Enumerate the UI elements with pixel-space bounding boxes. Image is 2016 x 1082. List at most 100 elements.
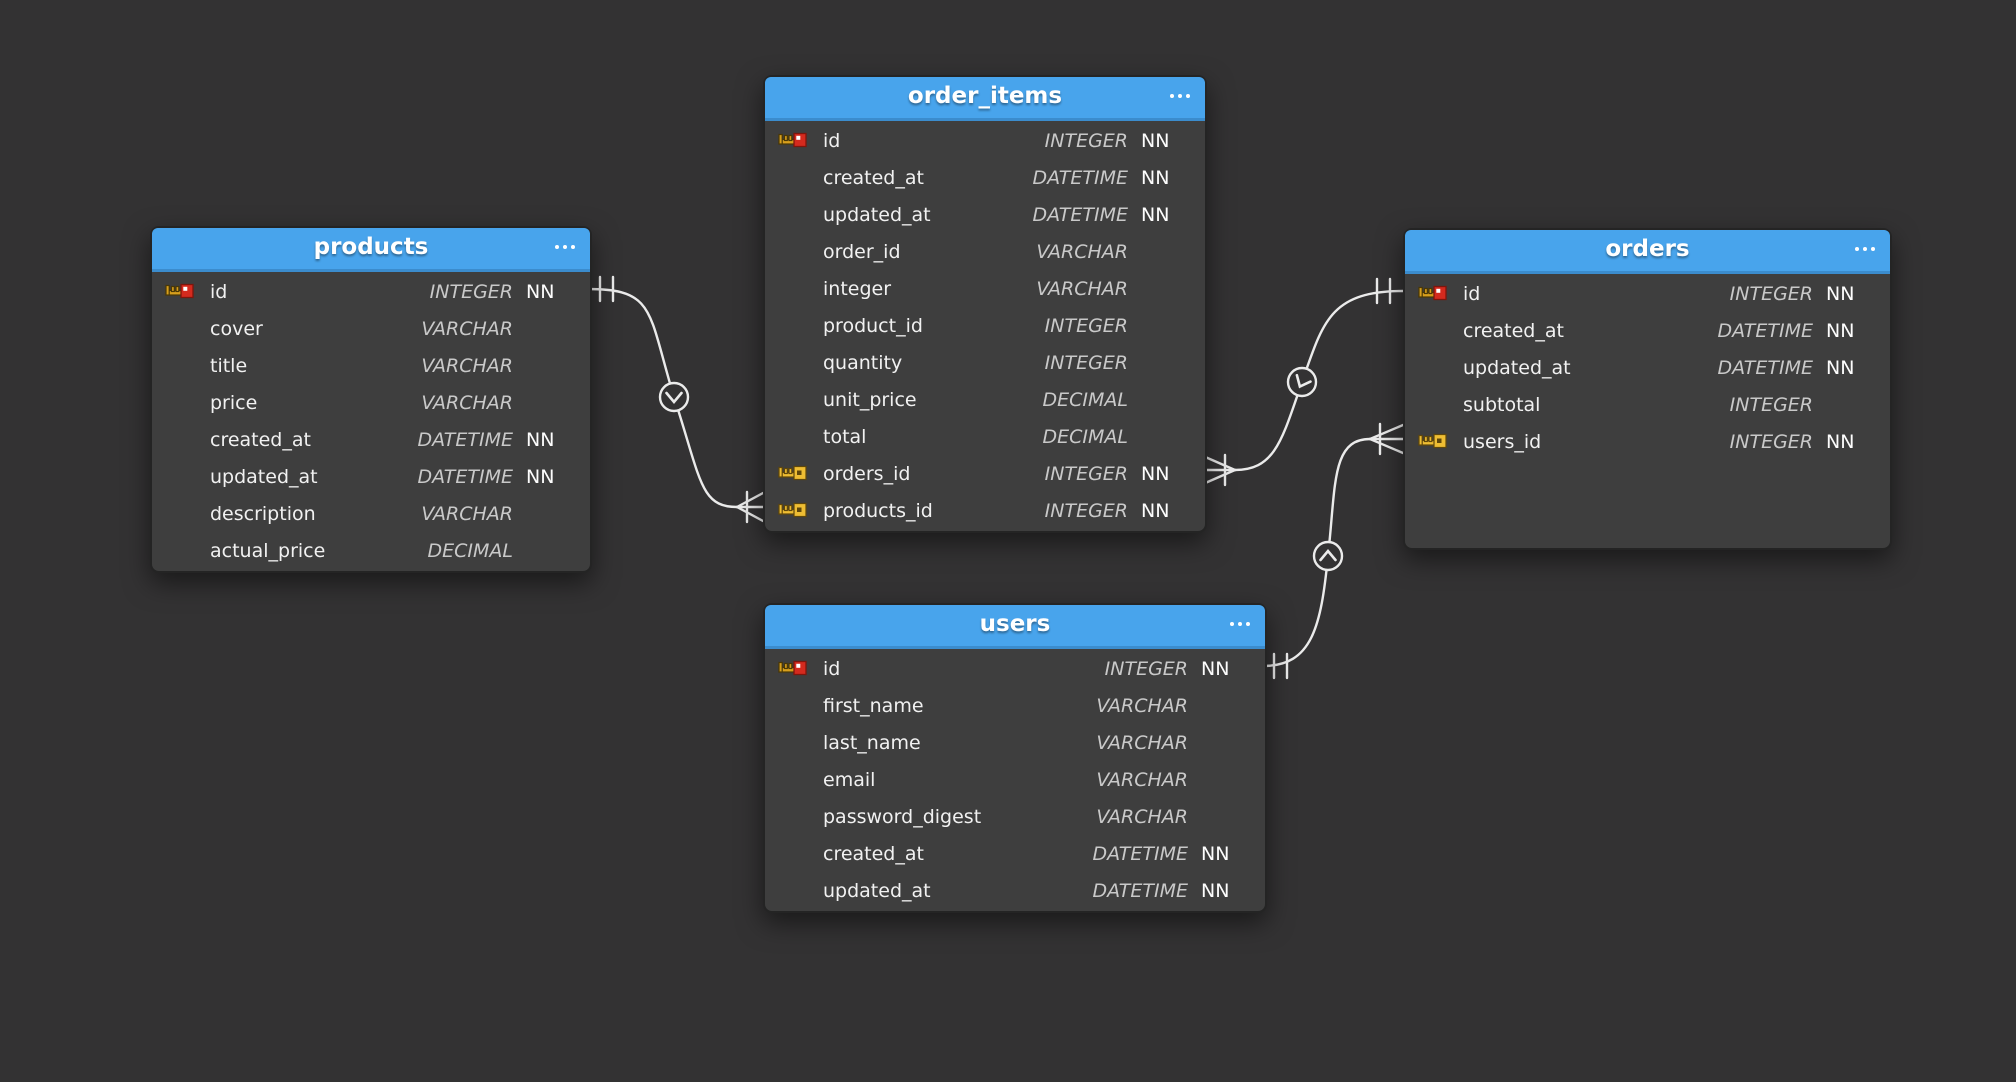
column-name: actual_price: [210, 539, 326, 562]
crow-foot-prong: [735, 491, 765, 509]
column-type: INTEGER: [1729, 393, 1813, 416]
column-name: quantity: [823, 351, 903, 374]
column-type: DATETIME: [1717, 356, 1813, 379]
column-name: updated_at: [823, 879, 931, 902]
column-type: INTEGER: [1044, 351, 1128, 374]
column-type: DECIMAL: [427, 539, 513, 562]
relationship-line[interactable]: [1233, 289, 1405, 472]
table-menu-icon[interactable]: [1855, 247, 1875, 251]
column-notnull-flag: NN: [1201, 879, 1230, 902]
column-type: INTEGER: [429, 280, 513, 303]
table-menu-icon[interactable]: [1230, 622, 1250, 626]
column-type: DATETIME: [1092, 842, 1188, 865]
table-menu-icon[interactable]: [1170, 94, 1190, 98]
table-header[interactable]: order_items: [765, 77, 1205, 121]
column-type: DATETIME: [417, 428, 513, 451]
column-name: password_digest: [823, 805, 982, 828]
column-type: DATETIME: [1032, 166, 1128, 189]
column-name: orders_id: [823, 462, 911, 485]
column-notnull-flag: NN: [1201, 842, 1230, 865]
relationship-products-to-order_items[interactable]: [586, 275, 765, 524]
column-notnull-flag: NN: [526, 465, 555, 488]
table-title: order_items: [907, 83, 1063, 109]
foreign-key-icon: [778, 501, 823, 521]
column-name: id: [210, 280, 228, 303]
column-row-first_name[interactable]: first_name VARCHAR: [765, 687, 1265, 724]
column-type: VARCHAR: [1096, 805, 1188, 828]
column-row-id[interactable]: id INTEGER NN: [152, 273, 590, 310]
column-name: order_id: [823, 240, 901, 263]
column-row-subtotal[interactable]: subtotal INTEGER: [1405, 386, 1890, 423]
column-notnull-flag: NN: [1141, 499, 1170, 522]
column-type: VARCHAR: [1096, 694, 1188, 717]
column-name: created_at: [823, 166, 924, 189]
column-name: id: [823, 657, 841, 680]
table-header[interactable]: users: [765, 605, 1265, 649]
table-header[interactable]: products: [152, 228, 590, 272]
column-type: DATETIME: [417, 465, 513, 488]
relationship-line[interactable]: [586, 287, 739, 509]
relationship-line[interactable]: [1261, 437, 1372, 668]
column-type: DATETIME: [1092, 879, 1188, 902]
column-notnull-flag: NN: [1141, 129, 1170, 152]
column-name: subtotal: [1463, 393, 1541, 416]
column-row-actual_price[interactable]: actual_price DECIMAL: [152, 532, 590, 569]
relationship-orders-to-order_items[interactable]: [1201, 277, 1405, 487]
column-notnull-flag: NN: [526, 280, 555, 303]
column-name: title: [210, 354, 248, 377]
column-name: id: [1463, 282, 1481, 305]
column-name: created_at: [823, 842, 924, 865]
column-row-quantity[interactable]: quantity INTEGER: [765, 344, 1205, 381]
table-menu-icon[interactable]: [555, 245, 575, 249]
column-type: INTEGER: [1729, 282, 1813, 305]
column-row-updated_at[interactable]: updated_at DATETIME NN: [765, 872, 1265, 909]
column-name: first_name: [823, 694, 924, 717]
primary-key-icon: [1418, 284, 1463, 304]
column-type: VARCHAR: [1096, 731, 1188, 754]
primary-key-icon: [778, 659, 823, 679]
column-type: DATETIME: [1032, 203, 1128, 226]
column-name: id: [823, 129, 841, 152]
relationship-users-to-orders[interactable]: [1261, 422, 1405, 680]
table-header[interactable]: orders: [1405, 230, 1890, 274]
column-name: updated_at: [823, 203, 931, 226]
column-type: INTEGER: [1104, 657, 1188, 680]
column-row-created_at[interactable]: created_at DATETIME NN: [765, 835, 1265, 872]
column-type: VARCHAR: [421, 391, 513, 414]
chevron-direction-icon: [1295, 373, 1312, 389]
table-empty-space: [1405, 460, 1890, 546]
column-row-password_digest[interactable]: password_digest VARCHAR: [765, 798, 1265, 835]
column-name: email: [823, 768, 876, 791]
column-type: INTEGER: [1044, 314, 1128, 337]
